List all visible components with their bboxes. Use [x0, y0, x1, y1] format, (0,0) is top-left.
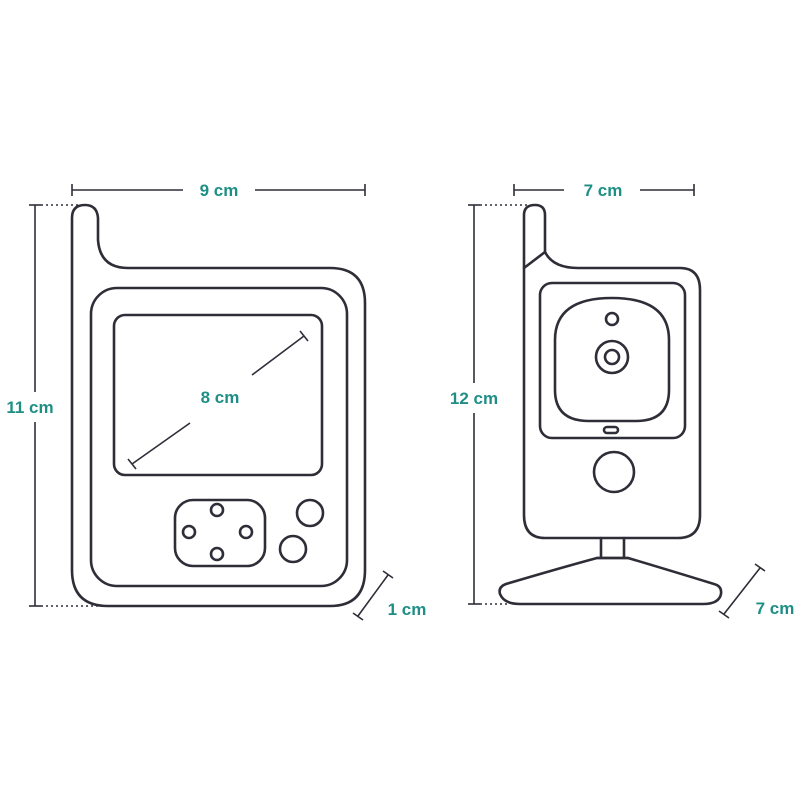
camera-width-label: 7 cm: [584, 181, 623, 200]
parent-unit-screen: [112, 313, 324, 477]
dpad-up-button: [209, 502, 225, 518]
camera-lens-face: [553, 296, 671, 423]
screen-diagonal-label: 8 cm: [201, 388, 240, 407]
speaker: [592, 450, 636, 494]
camera-height-label: 12 cm: [450, 389, 498, 408]
camera-lens-inner: [603, 348, 621, 366]
parent-unit-inner-frame: [89, 286, 349, 588]
camera-stand: [498, 556, 723, 606]
dpad-down-button: [209, 546, 225, 562]
dpad-left-button: [181, 524, 197, 540]
camera-lens-outer: [594, 339, 630, 375]
antenna-joint: [522, 250, 547, 270]
parent-depth-label: 1 cm: [388, 600, 427, 619]
side-button-bottom: [278, 534, 308, 564]
dpad: [173, 498, 267, 568]
camera-lens-panel: [538, 281, 687, 440]
camera-unit-body: [522, 203, 702, 540]
camera-unit-dimensions: [468, 184, 766, 619]
side-button-top: [295, 498, 325, 528]
parent-width-label: 9 cm: [200, 181, 239, 200]
ir-sensor: [604, 311, 620, 327]
status-led: [602, 425, 620, 435]
parent-unit-dimensions: [29, 184, 394, 621]
camera-neck: [595, 536, 630, 560]
parent-height-label: 11 cm: [6, 398, 53, 417]
dpad-right-button: [238, 524, 254, 540]
camera-depth-label: 7 cm: [756, 599, 795, 618]
camera-unit: [498, 203, 723, 606]
